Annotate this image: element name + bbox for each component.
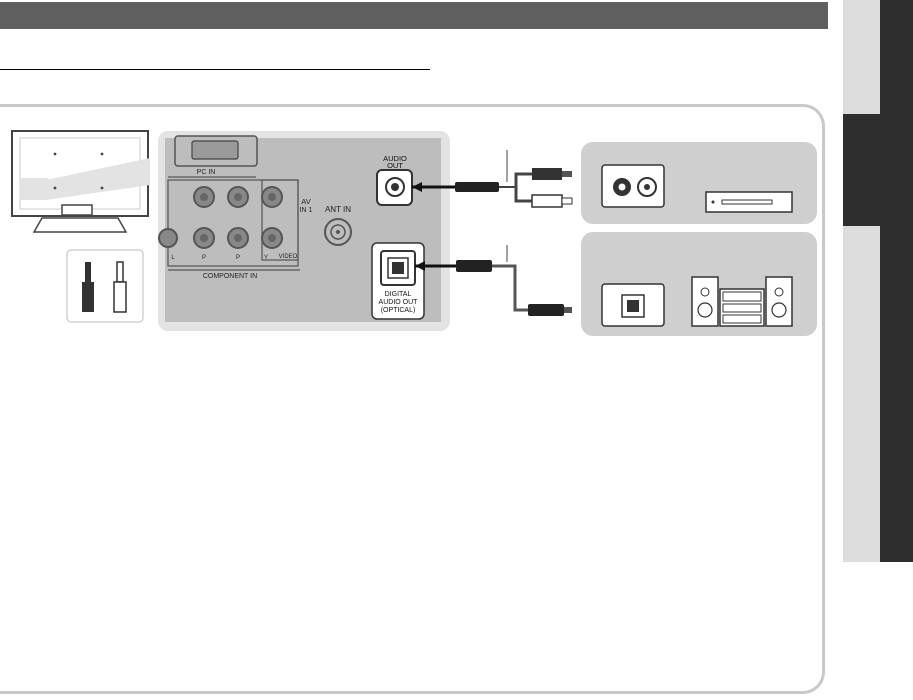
optical-out-port [371,242,425,320]
digital-out-label-line1: DIGITAL [385,291,412,298]
digital-out-label-line3: (OPTICAL) [381,307,416,314]
chapter-tab-strip [843,0,880,562]
ant-in-label: ANT IN [325,205,351,214]
chapter-tab-2-active [843,114,913,226]
jack-pb-label: P [202,255,206,261]
jack-l-label: L [171,255,175,261]
av-label-line2: IN 1 [300,207,313,214]
ant-in-jack [324,218,352,246]
video-label: VIDEO [279,254,298,260]
chapter-tabs [843,0,913,562]
av-label-line1: AV [301,197,310,206]
audio-cable [412,150,573,208]
digital-out-label-line2: AUDIO OUT [379,299,419,306]
optical-device-box [581,232,817,336]
audio-out-label-line1: AUDIO [383,154,407,163]
tv-icon [11,130,150,233]
chapter-tab-3 [880,226,913,562]
av-jacks [158,186,283,249]
chapter-tab-1 [880,0,913,114]
rca-plugs-icon [66,249,144,323]
jack-pr-label: P [236,255,240,261]
audio-device-box [581,142,817,224]
section-title-rule [0,69,430,70]
component-in-label: COMPONENT IN [203,273,257,280]
audio-out-port [376,169,413,206]
jack-y-label: Y [264,255,268,261]
section-header-bar [0,2,828,29]
optical-cable [415,245,572,316]
pc-in-label: PC IN [197,169,216,176]
diagram-frame [0,104,825,694]
audio-out-label-line2: OUT [387,161,403,170]
